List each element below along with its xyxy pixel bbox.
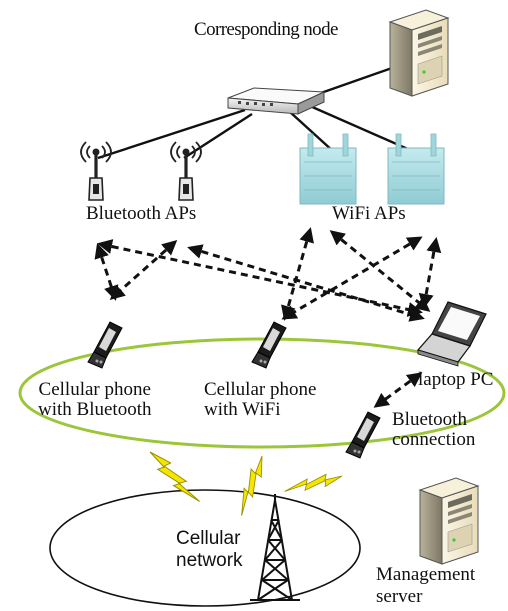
bluetooth-ap-icon <box>80 141 112 201</box>
server-icon <box>389 9 449 97</box>
lightning-icon <box>143 451 206 502</box>
server-icon <box>419 477 479 565</box>
management-server-label-line2: server <box>376 585 423 607</box>
phone-bluetooth-label: Cellular phone with Bluetooth <box>38 380 151 420</box>
laptop-label: laptop PC <box>418 369 494 390</box>
phone-bluetooth-label-line2: with Bluetooth <box>38 398 152 420</box>
bluetooth-aps-label: Bluetooth APs <box>86 203 197 224</box>
coverage-ellipse <box>18 337 506 449</box>
cellular-network-label: Cellular network <box>176 528 243 572</box>
wifi-ap-icon <box>387 133 445 205</box>
cellular-network-label-line2: network <box>176 549 243 571</box>
lightning-icon <box>225 455 279 517</box>
laptop-icon <box>416 301 487 367</box>
wifi-aps-label: WiFi APs <box>332 203 406 224</box>
wifi-ap-icon <box>299 133 357 205</box>
cellular-phone-icon <box>87 321 123 369</box>
bluetooth-connection-label: Bluetooth connection <box>392 410 475 450</box>
network-switch-icon <box>227 87 325 115</box>
wired-links <box>97 66 411 160</box>
phone-wifi-label: Cellular phone with WiFi <box>204 380 316 420</box>
cellular-network-ellipse <box>49 489 361 607</box>
cell-tower-icon <box>250 494 300 601</box>
wireless-links <box>94 227 442 408</box>
cellular-network-label-line1: Cellular <box>176 528 241 549</box>
management-server-label-line1: Management <box>376 564 476 585</box>
bluetooth-connection-label-line2: connection <box>392 428 476 450</box>
lightning-icon <box>284 453 343 514</box>
phone-wifi-label-line2: with WiFi <box>204 398 281 420</box>
bluetooth-connection-label-line1: Bluetooth <box>392 409 467 430</box>
phone-bluetooth-label-line1: Cellular phone <box>38 379 151 400</box>
management-server-label: Management server <box>376 564 475 608</box>
corresponding-node-label: Corresponding node <box>194 19 338 40</box>
phone-wifi-label-line1: Cellular phone <box>204 379 317 400</box>
cellular-phone-icon <box>345 411 381 459</box>
cellular-phone-icon <box>251 321 287 369</box>
